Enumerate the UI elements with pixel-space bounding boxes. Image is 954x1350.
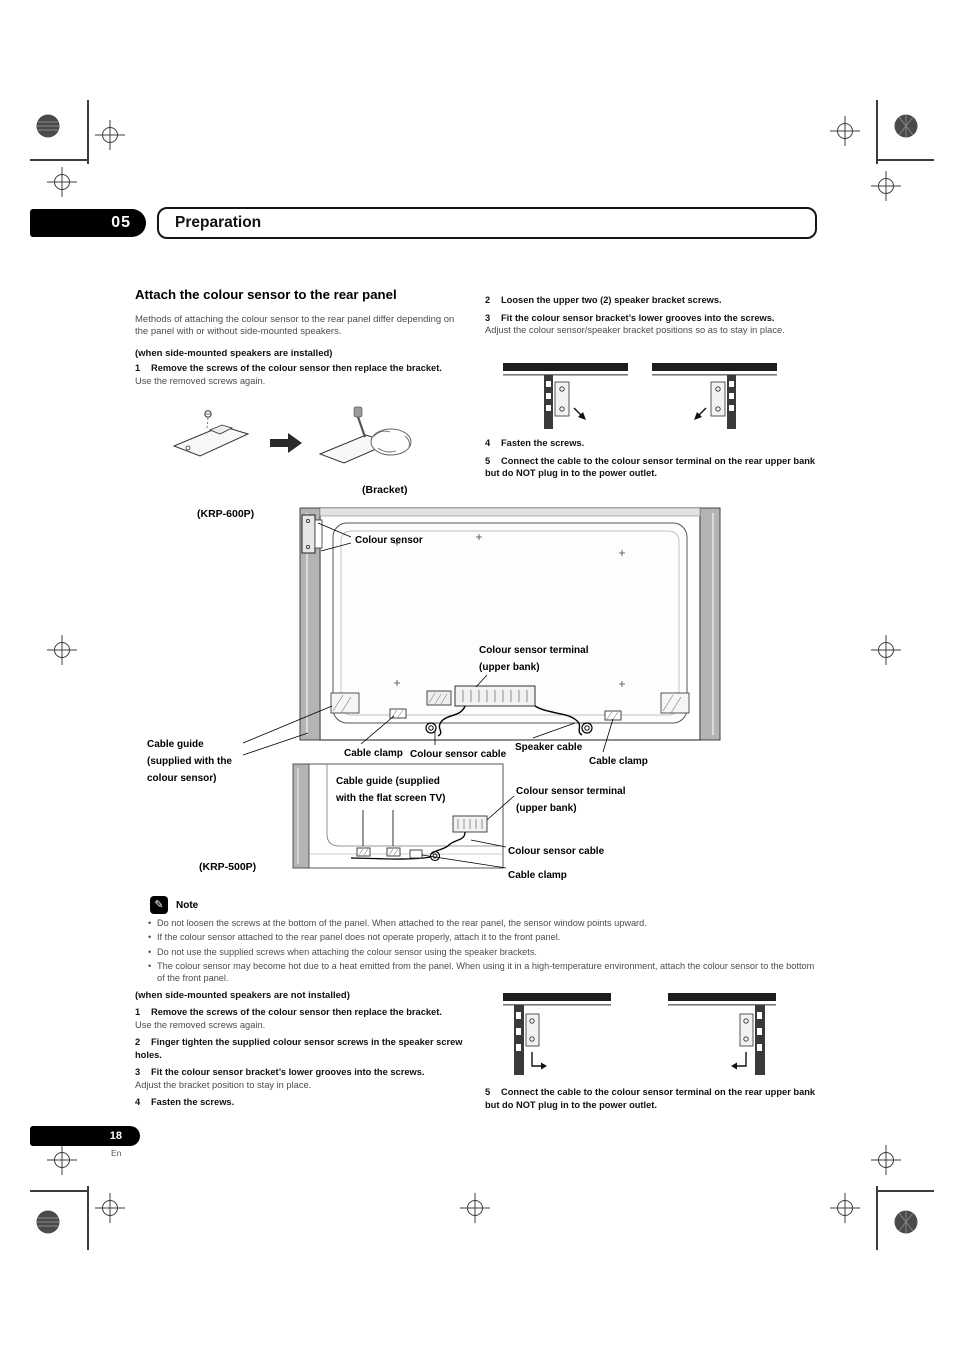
step-note: Adjust the bracket position to stay in p… xyxy=(135,1079,312,1090)
note-bullets: Do not loosen the screws at the bottom o… xyxy=(148,918,820,987)
registration-mark xyxy=(47,1145,77,1175)
step-number: 3 xyxy=(485,312,491,323)
note-bullet: The colour sensor may become hot due to … xyxy=(148,961,820,985)
registration-mark xyxy=(47,635,77,665)
registration-mark xyxy=(871,635,901,665)
note-title: Note xyxy=(176,900,199,911)
not-installed-steps: 1 Remove the screws of the colour sensor … xyxy=(135,1006,467,1114)
label-speaker-cable: Speaker cable xyxy=(515,742,583,753)
label-cable-guide: Cable guide (supplied with the colour se… xyxy=(147,739,232,784)
registration-mark xyxy=(47,167,77,197)
step-number: 5 xyxy=(485,455,491,466)
bracket-caption: (Bracket) xyxy=(362,484,408,496)
krp500-caption: (KRP-500P) xyxy=(199,861,257,873)
installed-step-1: 1 Remove the screws of the colour sensor … xyxy=(135,362,463,392)
note-bullet: Do not loosen the screws at the bottom o… xyxy=(148,918,820,930)
registration-mark xyxy=(830,116,860,146)
step-note: Adjust the colour sensor/speaker bracket… xyxy=(485,325,785,335)
label-colour-sensor-cable: Colour sensor cable xyxy=(508,846,605,857)
crop-mark xyxy=(87,100,89,164)
right-steps-top: 2 Loosen the upper two (2) speaker bracke… xyxy=(485,294,823,342)
step-text: Connect the cable to the colour sensor t… xyxy=(485,1087,816,1110)
step-text: Remove the screws of the colour sensor t… xyxy=(151,363,442,373)
step-text: Connect the cable to the colour sensor t… xyxy=(485,455,816,479)
page-title: Preparation xyxy=(175,214,262,231)
crop-mark xyxy=(876,100,878,164)
step-text: Remove the screws of the colour sensor t… xyxy=(151,1007,442,1017)
registration-mark xyxy=(95,120,125,150)
crop-mark xyxy=(877,159,934,161)
step-text: Fasten the screws. xyxy=(501,438,585,448)
label-colour-sensor-cable: Colour sensor cable xyxy=(410,749,507,760)
label-cable-clamp: Cable clamp xyxy=(344,748,403,759)
step-text: Loosen the upper two (2) speaker bracket… xyxy=(501,295,722,305)
speaker-bracket-groove-diagram xyxy=(503,363,777,429)
note-bullet: Do not use the supplied screws when atta… xyxy=(148,947,820,959)
sensor-bracket-groove-diagram xyxy=(503,993,776,1075)
section-number: 05 xyxy=(111,214,131,231)
note-icon: ✎ xyxy=(150,896,168,914)
crop-mark xyxy=(877,1190,934,1192)
halftone-dot xyxy=(894,1210,918,1234)
section-title-box: Preparation xyxy=(157,207,817,239)
step-text: Fit the colour sensor bracket’s lower gr… xyxy=(151,1067,425,1077)
label-colour-sensor-terminal: Colour sensor terminal (upper bank) xyxy=(479,645,589,673)
step-number: 5 xyxy=(485,1087,491,1097)
crop-mark xyxy=(30,159,87,161)
step-number: 1 xyxy=(135,363,141,373)
article-intro: Methods of attaching the colour sensor t… xyxy=(135,314,455,337)
step-note: Use the removed screws again. xyxy=(135,375,266,386)
registration-mark xyxy=(871,1145,901,1175)
page-number: 18 xyxy=(109,1130,122,1142)
step-number: 3 xyxy=(135,1067,141,1077)
step-number: 2 xyxy=(135,1037,141,1047)
step-text: Fit the colour sensor bracket’s lower gr… xyxy=(501,312,775,323)
step-number: 2 xyxy=(485,295,491,305)
not-installed-subheading: (when side-mounted speakers are not inst… xyxy=(135,990,350,1001)
halftone-dot xyxy=(894,114,918,138)
section-number-badge: 05 xyxy=(30,209,146,237)
label-cable-guide-tv: Cable guide (supplied with the flat scre… xyxy=(336,776,446,804)
label-cable-clamp: Cable clamp xyxy=(508,870,567,881)
halftone-dot xyxy=(36,114,60,138)
crop-mark xyxy=(87,1186,89,1250)
step: 3 Fit the colour sensor bracket’s lower g… xyxy=(135,1066,467,1091)
step-number: 1 xyxy=(135,1007,141,1017)
article-heading: Attach the colour sensor to the rear pan… xyxy=(135,287,397,302)
label-colour-sensor: Colour sensor xyxy=(355,535,423,546)
krp600-caption: (KRP-600P) xyxy=(197,508,255,520)
crop-mark xyxy=(30,1190,87,1192)
registration-mark xyxy=(871,171,901,201)
note-bullet: If the colour sensor attached to the rea… xyxy=(148,932,820,944)
bracket-removal-illustration xyxy=(172,406,412,464)
registration-mark xyxy=(830,1193,860,1223)
step: 2 Loosen the upper two (2) speaker bracke… xyxy=(485,294,823,307)
step: 1 Remove the screws of the colour sensor … xyxy=(135,1006,467,1031)
step-text: Fasten the screws. xyxy=(151,1097,235,1107)
crop-mark xyxy=(876,1186,878,1250)
page-language: En xyxy=(111,1148,122,1158)
step: 1 Remove the screws of the colour sensor … xyxy=(135,362,463,387)
step-text: Finger tighten the supplied colour senso… xyxy=(135,1037,463,1060)
page-number-badge: 18 xyxy=(30,1126,140,1146)
step-number: 4 xyxy=(135,1097,141,1107)
step-number: 4 xyxy=(485,438,491,448)
step: 3 Fit the colour sensor bracket’s lower g… xyxy=(485,312,823,337)
krp500-rear-panel-diagram xyxy=(292,763,515,869)
installed-subheading: (when side-mounted speakers are installe… xyxy=(135,348,333,359)
krp600-rear-panel-diagram xyxy=(242,507,721,756)
label-colour-sensor-terminal: Colour sensor terminal (upper bank) xyxy=(516,786,626,814)
step-note: Use the removed screws again. xyxy=(135,1019,266,1030)
step: 4 Fasten the screws. xyxy=(135,1096,467,1109)
registration-mark xyxy=(460,1193,490,1223)
step: 4 Fasten the screws. xyxy=(485,437,823,450)
halftone-dot xyxy=(36,1210,60,1234)
label-cable-clamp: Cable clamp xyxy=(589,756,648,767)
registration-mark xyxy=(95,1193,125,1223)
